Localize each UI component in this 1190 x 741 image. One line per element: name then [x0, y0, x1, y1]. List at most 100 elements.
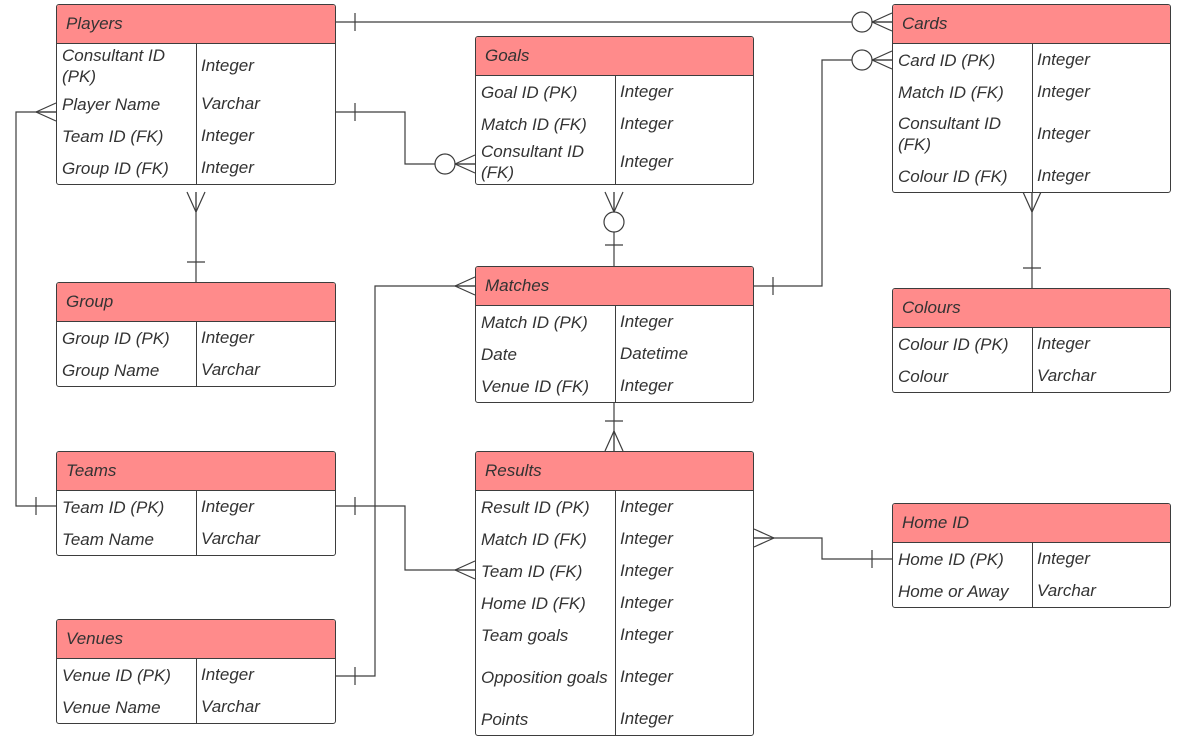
- attribute-type: Varchar: [1037, 366, 1096, 385]
- attribute-row: Card ID (PK)Integer: [893, 44, 1170, 76]
- entity-title: Results: [485, 461, 542, 480]
- column-divider: [615, 491, 616, 735]
- attribute-row: Result ID (PK)Integer: [476, 491, 753, 523]
- relationship-line: [336, 285, 475, 677]
- attribute-type: Integer: [620, 709, 673, 728]
- attribute-name: Match ID (FK): [481, 529, 587, 549]
- attribute-type: Integer: [620, 529, 673, 548]
- attribute-type: Integer: [620, 593, 673, 612]
- entity-header: Venues: [57, 620, 335, 659]
- attribute-row: Group ID (FK)Integer: [57, 152, 335, 184]
- many-marker: [604, 191, 615, 213]
- attribute-row: Venue ID (PK)Integer: [57, 659, 335, 691]
- column-divider: [196, 44, 197, 184]
- attribute-type: Integer: [620, 561, 673, 580]
- attribute-name: Player Name: [62, 94, 161, 114]
- attribute-name: Home ID (PK): [898, 549, 1004, 569]
- entity-title: Cards: [902, 14, 948, 33]
- attribute-type: Integer: [1037, 334, 1090, 353]
- attribute-name: Consultant ID (FK): [898, 114, 1001, 154]
- attribute-type: Varchar: [201, 94, 260, 113]
- relationship-line: [336, 111, 475, 165]
- attribute-name: Group ID (PK): [62, 328, 170, 348]
- many-marker: [871, 12, 893, 23]
- column-divider: [615, 76, 616, 184]
- many-marker: [186, 191, 197, 213]
- many-marker: [454, 163, 476, 174]
- attribute-name: Venue ID (FK): [481, 376, 590, 396]
- many-marker: [871, 50, 893, 61]
- attribute-type: Integer: [201, 497, 254, 516]
- many-marker: [454, 285, 476, 296]
- entity-header: Matches: [476, 267, 753, 306]
- attribute-name: Team ID (PK): [62, 497, 165, 517]
- entity-header: Cards: [893, 5, 1170, 44]
- entity-header: Goals: [476, 37, 753, 76]
- many-marker: [604, 430, 615, 452]
- entity-title: Teams: [66, 461, 117, 480]
- attribute-row: Team ID (FK)Integer: [57, 120, 335, 152]
- entity-title: Colours: [902, 298, 961, 317]
- entity-header: Results: [476, 452, 753, 491]
- attribute-row: Match ID (FK)Integer: [476, 108, 753, 140]
- many-marker: [35, 111, 57, 122]
- many-marker: [871, 59, 893, 70]
- column-divider: [196, 491, 197, 555]
- attribute-row: Group ID (PK)Integer: [57, 322, 335, 354]
- attribute-row: Venue ID (FK)Integer: [476, 370, 753, 402]
- attribute-name: Consultant ID (PK): [62, 46, 165, 86]
- entity-title: Group: [66, 292, 114, 311]
- attribute-row: Home ID (FK)Integer: [476, 587, 753, 619]
- attribute-name: Venue Name: [62, 697, 161, 717]
- relationship-line: [336, 505, 475, 571]
- attribute-type: Integer: [620, 625, 673, 644]
- attribute-type: Integer: [620, 82, 673, 101]
- attribute-type: Varchar: [1037, 581, 1096, 600]
- attribute-type: Integer: [620, 667, 673, 686]
- attribute-type: Integer: [620, 114, 673, 133]
- column-divider: [1032, 543, 1033, 607]
- attribute-name: Group ID (FK): [62, 158, 169, 178]
- attribute-name: Consultant ID (FK): [481, 142, 584, 182]
- entity-header: Home ID: [893, 504, 1170, 543]
- attribute-name: Colour: [898, 366, 949, 386]
- attribute-type: Integer: [1037, 50, 1090, 69]
- attribute-row: Team ID (PK) Integer: [57, 491, 335, 523]
- many-marker: [454, 154, 476, 165]
- attribute-type: Datetime: [620, 344, 689, 363]
- column-divider: [1032, 328, 1033, 392]
- attribute-row: Team ID (FK)Integer: [476, 555, 753, 587]
- many-marker: [1022, 191, 1033, 213]
- attribute-name: Venue ID (PK): [62, 665, 171, 685]
- many-marker: [454, 276, 476, 287]
- attribute-name: Colour ID (FK): [898, 166, 1008, 186]
- attribute-row: Player Name Varchar: [57, 88, 335, 120]
- attribute-type: Integer: [620, 312, 673, 331]
- many-marker: [454, 569, 476, 580]
- attribute-type: Varchar: [201, 529, 260, 548]
- attribute-type: Integer: [1037, 549, 1090, 568]
- relationship-line: [15, 111, 56, 507]
